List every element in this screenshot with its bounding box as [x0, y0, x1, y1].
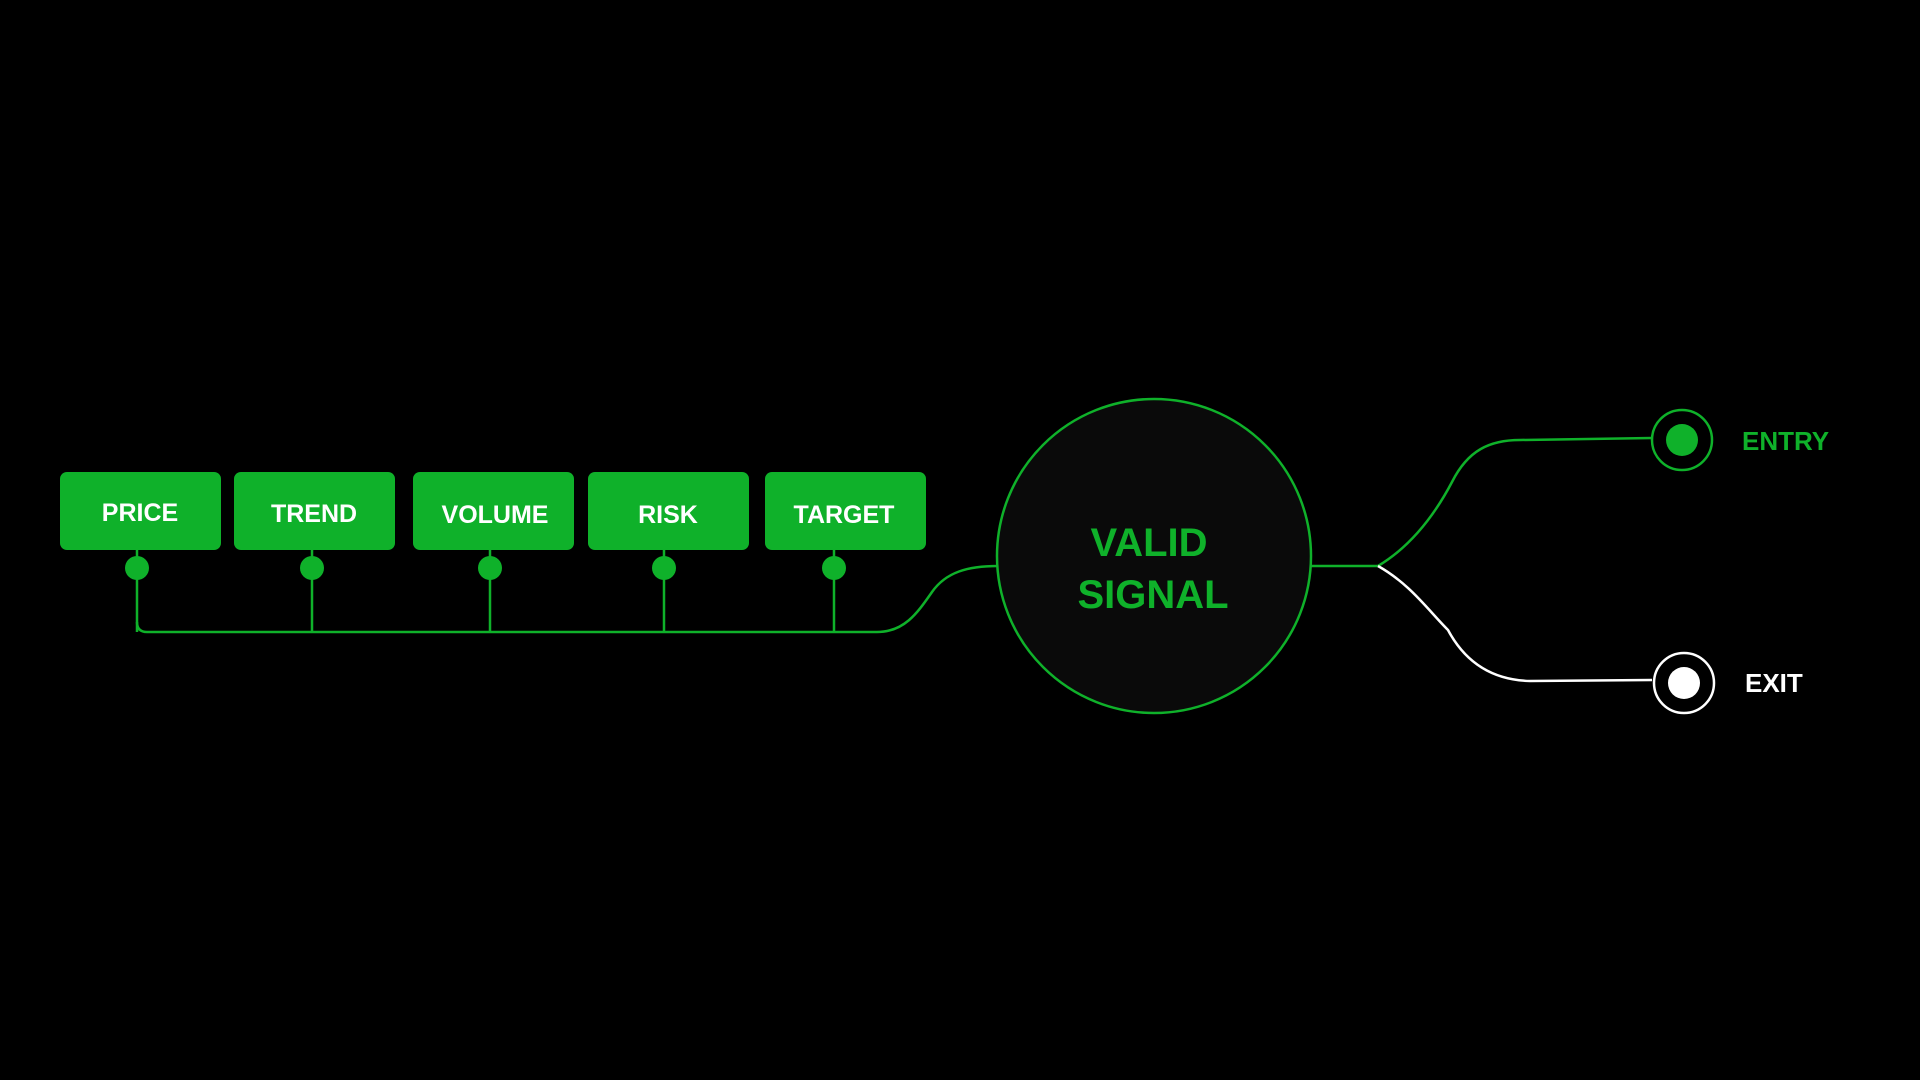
input-box-risk: RISK [588, 472, 749, 550]
input-label-trend: TREND [271, 500, 357, 528]
entry-label: ENTRY [1742, 426, 1829, 456]
entry-dot [1666, 424, 1698, 456]
input-connector-dots [125, 556, 846, 580]
exit-branch-line [1377, 564, 1653, 683]
input-box-price: PRICE [60, 472, 221, 550]
connector-dot-volume [478, 556, 502, 580]
connector-dot-price [125, 556, 149, 580]
connector-dot-trend [300, 556, 324, 580]
input-box-volume: VOLUME [413, 472, 574, 550]
exit-node: EXIT [1652, 651, 1803, 715]
entry-node: ENTRY [1650, 408, 1829, 472]
center-label-line1: VALID [1090, 521, 1207, 565]
input-label-price: PRICE [102, 499, 178, 527]
input-label-risk: RISK [638, 501, 698, 529]
input-label-target: TARGET [794, 501, 895, 529]
connector-dot-target [822, 556, 846, 580]
input-box-target: TARGET [765, 472, 926, 550]
input-bus-line [135, 564, 999, 634]
entry-ring [1650, 408, 1714, 472]
valid-signal-node: VALID SIGNAL [995, 397, 1313, 715]
valid-signal-circle [995, 397, 1313, 715]
center-label-line2: SIGNAL [1077, 573, 1228, 617]
input-label-volume: VOLUME [442, 501, 549, 529]
exit-label: EXIT [1745, 668, 1803, 698]
entry-branch-line [1311, 436, 1653, 568]
input-box-trend: TREND [234, 472, 395, 550]
connector-dot-risk [652, 556, 676, 580]
exit-dot [1668, 667, 1700, 699]
exit-ring [1652, 651, 1716, 715]
